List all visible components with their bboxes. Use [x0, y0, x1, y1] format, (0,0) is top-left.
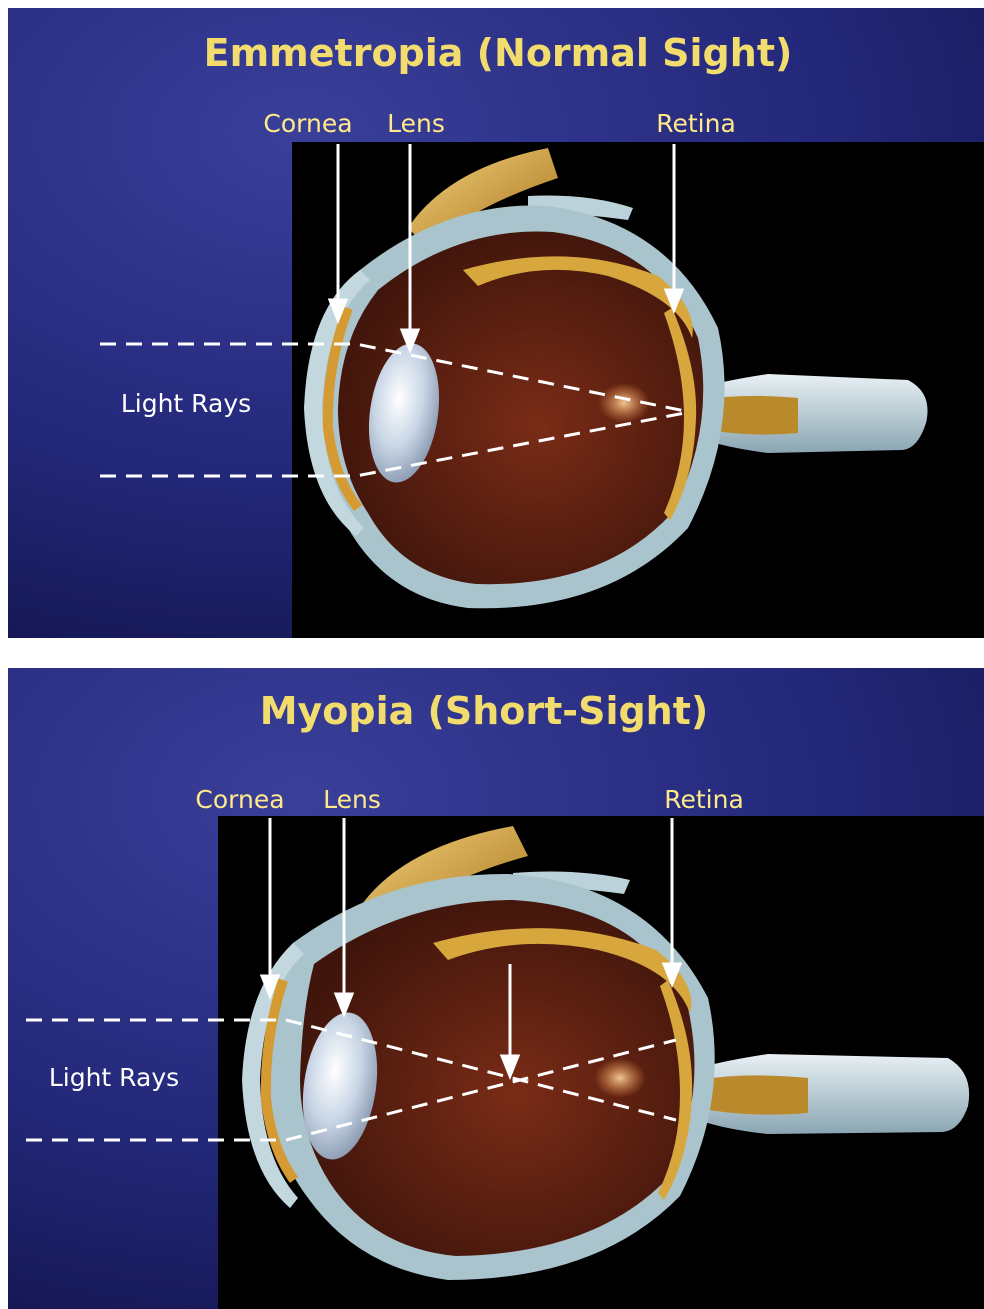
myopia-diagram: Myopia (Short-Sight) — [8, 668, 984, 1309]
light-rays-label: Light Rays — [121, 389, 251, 418]
fovea-glow — [594, 1058, 646, 1098]
emmetropia-diagram: Emmetropia (Normal Sight) — [8, 8, 984, 638]
cornea-label: Cornea — [195, 785, 284, 814]
emmetropia-panel: Emmetropia (Normal Sight) — [8, 8, 984, 638]
cornea-label: Cornea — [263, 109, 352, 138]
light-rays-label: Light Rays — [49, 1063, 179, 1092]
panel-title: Myopia (Short-Sight) — [260, 689, 709, 733]
retina-label: Retina — [664, 785, 744, 814]
optic-nerve-core — [698, 1075, 808, 1114]
myopia-panel: Myopia (Short-Sight) — [8, 668, 984, 1309]
lens-label: Lens — [323, 785, 381, 814]
panel-title: Emmetropia (Normal Sight) — [204, 31, 793, 75]
retina-label: Retina — [656, 109, 736, 138]
lens-label: Lens — [387, 109, 445, 138]
